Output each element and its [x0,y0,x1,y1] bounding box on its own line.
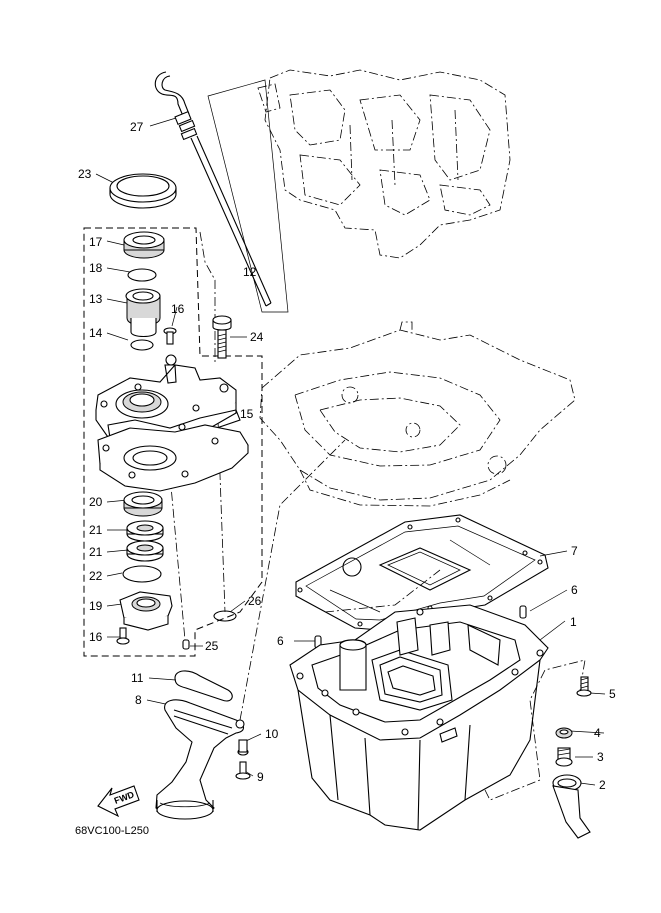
part-16-bolt-upper [163,327,177,345]
part-9-bolt [235,761,251,780]
callout-6-left: 6 [277,634,284,648]
callout-18: 18 [89,261,103,275]
callout-labels: 27 23 17 18 12 13 16 14 24 15 20 21 21 2… [78,120,616,792]
callout-21-upper: 21 [89,523,103,537]
part-16-bolt-lower [116,627,130,645]
callout-21-lower: 21 [89,545,103,559]
part-23-oil-seal [109,173,177,209]
part-8-oil-strainer [155,699,245,820]
part-20-seal [123,491,163,517]
callout-9: 9 [257,770,264,784]
part-7-gasket [295,514,549,631]
callout-4: 4 [594,726,601,740]
part-12-guide-line [207,79,289,313]
callout-5: 5 [609,687,616,701]
callout-24: 24 [250,330,264,344]
part-6-dowel-right [519,605,527,619]
fwd-arrow-icon: FWD [97,785,140,818]
oil-pump-assembly-group-box [83,227,263,657]
callout-26: 26 [248,594,262,608]
part-14-o-ring [130,339,154,351]
callout-3: 3 [597,750,604,764]
part-24-bolt [212,315,232,359]
upper-case-outline [259,321,576,507]
callout-16-lower: 16 [89,630,103,644]
callout-20: 20 [89,495,103,509]
drawing-code: 68VC100-L250 [75,825,149,837]
part-13-sleeve [125,288,161,338]
callout-23: 23 [78,167,92,181]
callout-11: 11 [131,671,144,685]
oil-pump-lower-plate [97,424,249,492]
callout-2: 2 [599,778,606,792]
callout-14: 14 [89,326,103,340]
part-19-housing [119,591,173,631]
part-10-bolt [237,739,249,756]
part-3-drain-plug [555,747,573,767]
callout-1: 1 [570,615,577,629]
part-25-dowel [182,639,190,650]
callout-10: 10 [265,727,279,741]
callout-6-right: 6 [571,583,578,597]
part-1-oil-pan [289,604,549,831]
callout-19: 19 [89,599,103,613]
part-21-seal-upper [126,520,164,542]
callout-13: 13 [89,292,103,306]
callout-8: 8 [135,693,142,707]
part-27-dipstick [154,71,272,307]
part-2-drain-hose [552,774,591,839]
callout-16-upper: 16 [171,302,185,316]
part-4-gasket [555,727,573,739]
part-18-o-ring [127,268,157,282]
callout-22: 22 [89,569,103,583]
callout-12: 12 [243,265,257,279]
callout-27: 27 [130,120,144,134]
part-26-o-ring [213,610,237,622]
callout-7: 7 [571,544,578,558]
callout-15: 15 [240,407,254,421]
part-17-seal [123,231,165,259]
part-21-seal-lower [126,540,164,562]
callout-17: 17 [89,235,103,249]
part-5-bolt [576,676,592,697]
part-22-o-ring [122,565,162,583]
callout-25: 25 [205,639,219,653]
engine-block-outline [257,69,511,259]
part-11-gasket [174,670,233,702]
